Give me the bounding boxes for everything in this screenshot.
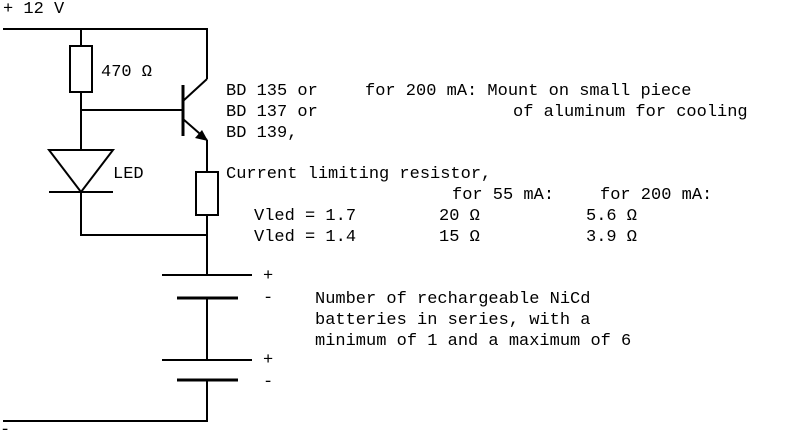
supply-positive-label: + 12 V (3, 0, 65, 19)
transistor-collector (182, 78, 208, 102)
wires (3, 28, 208, 422)
transistor-option-2: BD 137 or (226, 103, 318, 122)
resistor-current-limiting (195, 171, 219, 216)
supply-negative-label: - (0, 421, 10, 435)
note-200ma-line2: of aluminum for cooling (513, 103, 748, 122)
transistor-option-3: BD 139, (226, 124, 297, 143)
current-limiting-row1-55ma: 20 Ω (439, 207, 480, 226)
battery-note-line3: minimum of 1 and a maximum of 6 (315, 332, 631, 351)
transistor-symbol (181, 78, 208, 141)
current-limiting-title: Current limiting resistor, (226, 165, 491, 184)
battery-symbol (162, 274, 252, 382)
wire-supply-positive (3, 28, 208, 79)
transistor-emitter-arrow (195, 130, 208, 141)
current-limiting-header-55ma: for 55 mA: (452, 186, 554, 205)
battery-cell2-plus: + (263, 351, 273, 370)
current-limiting-row2-200ma: 3.9 Ω (586, 228, 637, 247)
battery-cell2-minus: - (263, 373, 273, 392)
battery-note-line2: batteries in series, with a (315, 311, 590, 330)
current-limiting-row2-55ma: 15 Ω (439, 228, 480, 247)
battery-note-line1: Number of rechargeable NiCd (315, 290, 590, 309)
led-symbol (46, 149, 116, 194)
current-limiting-row2-label: Vled = 1.4 (254, 228, 356, 247)
transistor-option-1: BD 135 or (226, 82, 318, 101)
current-limiting-row1-label: Vled = 1.7 (254, 207, 356, 226)
note-200ma-line1: for 200 mA: Mount on small piece (365, 82, 691, 101)
led-label: LED (113, 165, 144, 184)
resistor-470-label: 470 Ω (101, 63, 152, 82)
led-triangle (46, 149, 116, 194)
battery-cell1-minus: - (263, 289, 273, 308)
current-limiting-header-200ma: for 200 mA: (600, 186, 712, 205)
wire-battery-to-negative (3, 380, 208, 422)
wire-led-to-ground-node (80, 192, 207, 236)
battery-cell1-plus: + (263, 267, 273, 286)
current-limiting-row1-200ma: 5.6 Ω (586, 207, 637, 226)
resistor-470-ohm (69, 45, 93, 93)
